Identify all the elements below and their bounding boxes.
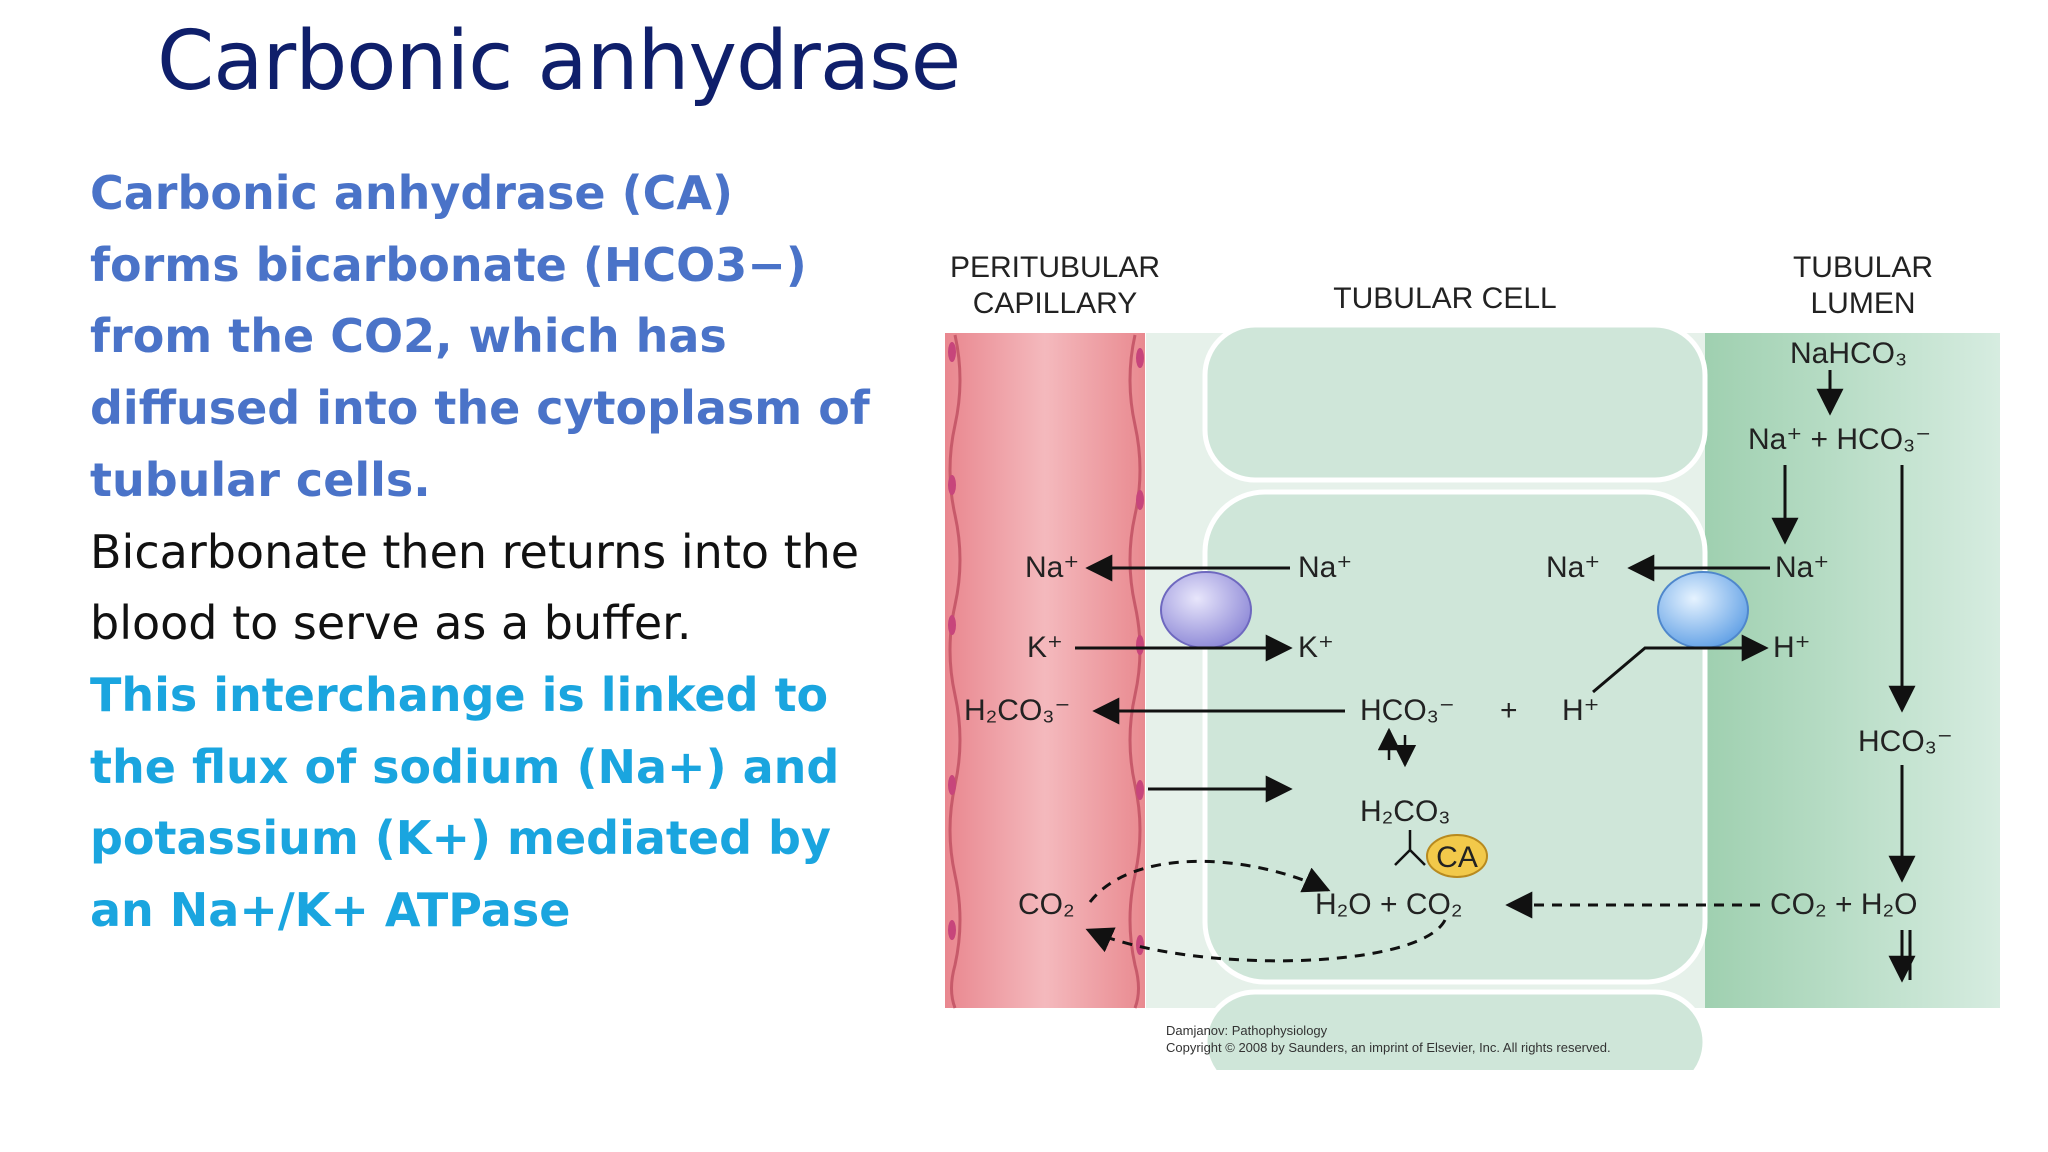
peritubular-capillary <box>945 333 1145 1008</box>
na-k-atpase-pump <box>1160 571 1252 649</box>
credit-source: Damjanov: Pathophysiology <box>1166 1023 1328 1038</box>
label-na-cell-right: Na⁺ <box>1546 551 1600 584</box>
label-co2-capillary: CO₂ <box>1018 888 1075 921</box>
arrow-h-to-lumen <box>1592 634 1769 694</box>
dashed-arrow-co2-to-capillary <box>1085 919 1447 963</box>
capillary-wall-right <box>1128 334 1142 1009</box>
red-blood-cells <box>948 342 1144 955</box>
label-h2o-co2-cell: H₂O + CO₂ <box>1315 888 1462 921</box>
label-k-capillary: K⁺ <box>1027 631 1063 664</box>
paragraph-bicarbonate-buffer: Bicarbonate then returns into the blood … <box>90 524 860 651</box>
label-plus-cell: + <box>1500 694 1518 727</box>
credit-copyright: Copyright © 2008 by Saunders, an imprint… <box>1166 1040 1611 1055</box>
slide-title: Carbonic anhydrase <box>157 14 961 109</box>
header-lumen-line1: TUBULAR <box>1793 251 1933 284</box>
label-na-cell-left: Na⁺ <box>1298 551 1352 584</box>
label-carbonic-acid-cell: H₂CO₃ <box>1360 795 1451 828</box>
tubular-cell-top <box>1202 322 1708 483</box>
label-hco3-cell: HCO₃⁻ <box>1360 694 1455 727</box>
ca-enzyme-badge <box>1426 834 1488 878</box>
header-tubular-cell: TUBULAR CELL <box>1333 282 1556 315</box>
label-h-cell: H⁺ <box>1562 694 1600 727</box>
capillary-wall-left <box>948 334 962 1009</box>
paragraph-carbonic-anhydrase: Carbonic anhydrase (CA) forms bicarbonat… <box>90 166 870 507</box>
ca-enzyme-label: CA <box>1436 841 1478 874</box>
header-capillary-line2: CAPILLARY <box>973 287 1138 320</box>
label-hco3-lumen: HCO₃⁻ <box>1858 725 1953 758</box>
body-text: Carbonic anhydrase (CA) forms bicarbonat… <box>90 158 870 947</box>
tubular-cell-main <box>1202 489 1708 985</box>
ca-reaction-arrows <box>1394 830 1426 866</box>
label-h-lumen: H⁺ <box>1773 631 1811 664</box>
tubular-lumen <box>1705 333 2000 1008</box>
label-co2-h2o-lumen: CO₂ + H₂O <box>1770 888 1917 921</box>
header-capillary-line1: PERITUBULAR <box>950 251 1160 284</box>
label-na-capillary: Na⁺ <box>1025 551 1079 584</box>
paragraph-sodium-potassium-flux: This interchange is linked to the flux o… <box>90 667 840 938</box>
header-lumen-line2: LUMEN <box>1810 287 1915 320</box>
renal-bicarbonate-diagram: PERITUBULAR CAPILLARY TUBULAR CELL TUBUL… <box>900 230 2000 1095</box>
label-k-cell: K⁺ <box>1298 631 1334 664</box>
na-h-exchanger <box>1657 571 1749 649</box>
dashed-arrow-co2-to-cell <box>1088 859 1331 903</box>
label-bicarbonate-capillary: H₂CO₃⁻ <box>964 694 1070 727</box>
label-nahco3: NaHCO₃ <box>1790 337 1907 370</box>
label-na-hco3-lumen: Na⁺ + HCO₃⁻ <box>1748 423 1931 456</box>
label-na-lumen: Na⁺ <box>1775 551 1829 584</box>
